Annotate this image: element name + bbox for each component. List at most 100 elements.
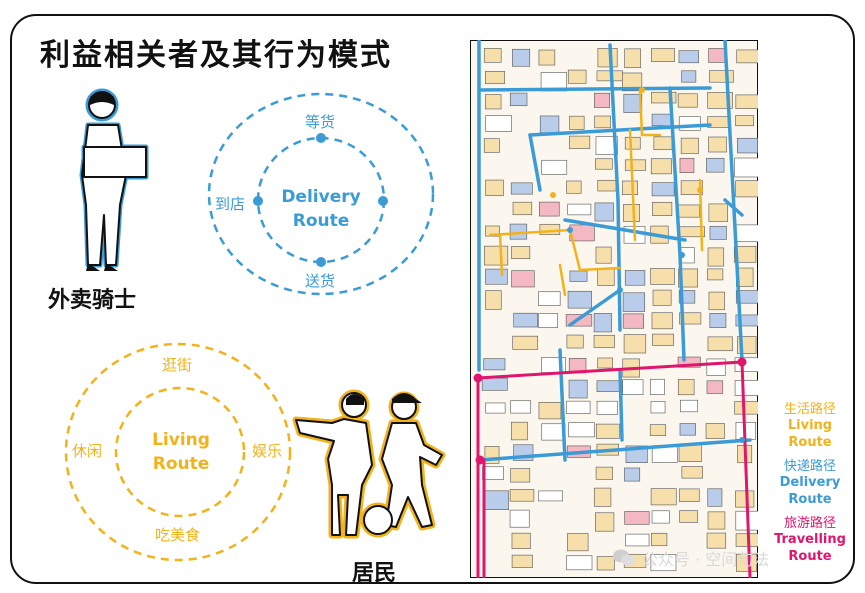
map-building xyxy=(482,490,509,510)
map-building xyxy=(624,270,646,286)
map-building xyxy=(737,137,758,154)
map-building xyxy=(651,312,673,330)
map-building xyxy=(733,246,757,263)
legend-travelling-cn: 旅游路径 xyxy=(783,516,836,531)
map-building xyxy=(509,92,528,107)
map-building xyxy=(481,377,508,391)
map-building xyxy=(652,333,675,346)
map-building xyxy=(597,267,615,286)
map-building xyxy=(736,49,758,64)
children-playing-football-icon xyxy=(292,389,446,539)
map-building xyxy=(595,246,612,264)
living-route-diagram xyxy=(64,342,292,562)
map-building xyxy=(622,379,644,395)
map-building xyxy=(735,180,758,198)
map-building xyxy=(566,400,591,414)
map-building xyxy=(678,444,702,462)
map-building xyxy=(625,533,650,547)
map-building xyxy=(680,137,699,154)
map-building xyxy=(708,203,728,222)
map-building xyxy=(485,268,508,285)
legend-item-living: 生活路径 Living Route xyxy=(765,398,855,451)
delivery-route-line1: Delivery xyxy=(281,187,361,207)
map-building xyxy=(622,313,644,329)
map-building xyxy=(597,179,617,192)
map-building xyxy=(595,466,613,480)
map-building xyxy=(567,290,592,309)
map-building xyxy=(649,424,667,436)
map-building xyxy=(485,290,502,310)
map-building xyxy=(569,270,588,282)
map-building xyxy=(511,554,533,568)
map-building xyxy=(509,509,530,528)
map-building xyxy=(677,356,701,368)
map-building xyxy=(735,290,758,304)
map-building xyxy=(706,358,726,376)
map-building xyxy=(709,225,727,240)
map-building xyxy=(567,69,587,84)
delivery-role-label: 外卖骑士 xyxy=(48,288,137,313)
map-building xyxy=(651,532,668,547)
map-building xyxy=(708,291,725,311)
map-building xyxy=(651,182,675,197)
map-building xyxy=(650,401,666,414)
map-building xyxy=(679,488,700,502)
delivery-route-line2: Route xyxy=(292,211,350,231)
map-building xyxy=(653,136,673,151)
map-building xyxy=(680,399,698,413)
legend-delivery-en2: Route xyxy=(788,492,832,507)
living-node-bottom: 吃美食 xyxy=(155,526,201,544)
map-building xyxy=(681,70,697,83)
map-building xyxy=(593,313,612,333)
map-building xyxy=(709,70,734,83)
map-building xyxy=(513,312,538,328)
map-building xyxy=(624,511,650,525)
map-building xyxy=(539,223,561,235)
map-building xyxy=(597,357,613,369)
map-building xyxy=(485,71,505,85)
map-building xyxy=(595,512,615,532)
map-building xyxy=(735,94,758,109)
map-building xyxy=(541,423,566,441)
map-building xyxy=(538,291,561,306)
map-building xyxy=(679,312,702,325)
map-building xyxy=(510,468,531,483)
map-building xyxy=(569,224,595,242)
page-title: 利益相关者及其行为模式 xyxy=(40,38,392,73)
map-building xyxy=(510,421,528,441)
map-building xyxy=(567,203,592,216)
legend: 生活路径 Living Route 快递路径 Delivery Route 旅游… xyxy=(765,398,855,565)
map-building xyxy=(681,466,704,479)
map-building xyxy=(567,533,589,552)
map-building xyxy=(482,466,504,480)
map-building xyxy=(650,488,677,506)
map-building xyxy=(679,423,696,436)
legend-travelling-en1: Travelling xyxy=(774,532,846,547)
map-building xyxy=(595,158,613,170)
legend-travelling-en2: Route xyxy=(788,549,832,564)
legend-living-en1: Living xyxy=(787,418,833,433)
map-building xyxy=(594,202,614,222)
legend-item-travelling: 旅游路径 Travelling Route xyxy=(765,512,855,565)
delivery-node-left: 到店 xyxy=(215,195,246,213)
map-building xyxy=(651,113,672,127)
map-building xyxy=(651,510,670,524)
map-building xyxy=(652,201,673,216)
map-building xyxy=(680,180,703,195)
map-building xyxy=(677,93,698,108)
living-route-line1: Living xyxy=(152,430,210,450)
map-building xyxy=(511,246,531,260)
map-building xyxy=(485,225,500,237)
map-building xyxy=(677,379,695,396)
map-building xyxy=(706,380,724,394)
map-building xyxy=(624,159,647,171)
map-building xyxy=(594,92,610,108)
map-building xyxy=(734,401,758,415)
delivery-route-diagram xyxy=(207,92,435,296)
map-building xyxy=(539,115,560,134)
map-building xyxy=(511,270,535,288)
map-building xyxy=(512,201,533,216)
map-building xyxy=(595,423,620,439)
map-building xyxy=(597,48,618,68)
map-building xyxy=(568,379,588,399)
